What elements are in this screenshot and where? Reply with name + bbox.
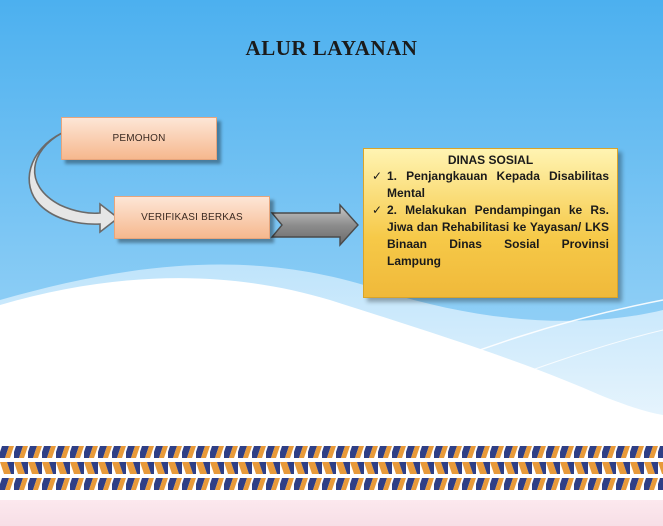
step-pemohon: PEMOHON bbox=[61, 117, 217, 160]
check-icon: ✓ bbox=[372, 203, 383, 217]
step-verifikasi-label: VERIFIKASI BERKAS bbox=[141, 212, 243, 223]
check-icon: ✓ bbox=[372, 169, 383, 183]
curved-arrow-icon bbox=[28, 132, 120, 234]
info-box-title: DINAS SOSIAL bbox=[447, 153, 534, 167]
dinas-sosial-box: DINAS SOSIAL ✓ 1. Penjangkauan Kepada Di… bbox=[363, 148, 618, 298]
bottom-strip bbox=[0, 500, 663, 526]
service-item: ✓ 1. Penjangkauan Kepada Disabilitas Men… bbox=[372, 168, 609, 202]
service-item: ✓ 2. Melakukan Pendampingan ke Rs. Jiwa … bbox=[372, 202, 609, 270]
right-arrow-icon bbox=[270, 203, 359, 247]
service-item-text: 1. Penjangkauan Kepada Disabilitas Menta… bbox=[387, 169, 609, 200]
white-gap bbox=[0, 428, 663, 442]
step-verifikasi-berkas: VERIFIKASI BERKAS bbox=[114, 196, 270, 239]
service-list: ✓ 1. Penjangkauan Kepada Disabilitas Men… bbox=[372, 168, 609, 270]
step-pemohon-label: PEMOHON bbox=[112, 133, 166, 144]
decorative-pattern-band bbox=[0, 440, 663, 500]
wave-highlight-1 bbox=[379, 299, 663, 391]
page-title: ALUR LAYANAN bbox=[245, 36, 418, 60]
service-item-text: 2. Melakukan Pendampingan ke Rs. Jiwa da… bbox=[387, 203, 609, 268]
wave-front bbox=[0, 278, 663, 430]
wave-highlight-2 bbox=[449, 329, 663, 401]
